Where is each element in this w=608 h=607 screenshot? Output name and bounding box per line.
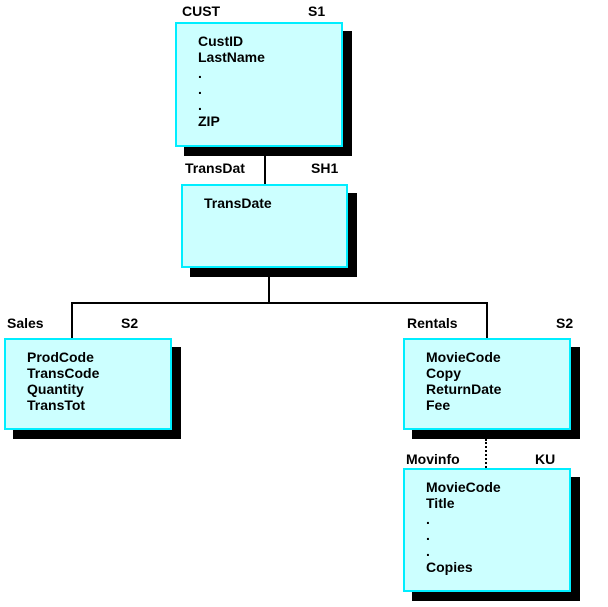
- segment-box-sales: ProdCode TransCode Quantity TransTot: [4, 338, 172, 430]
- field-moviecode: MovieCode: [426, 479, 501, 495]
- segment-box-cust: CustID LastName . . . ZIP: [175, 22, 343, 147]
- connector-branch-horizontal: [71, 302, 488, 304]
- segment-box-rentals: MovieCode Copy ReturnDate Fee: [403, 338, 571, 430]
- field-transtot: TransTot: [27, 397, 86, 413]
- field-title: Title: [426, 495, 455, 511]
- field-zip: ZIP: [198, 113, 220, 129]
- field-transdate: TransDate: [204, 195, 272, 211]
- connector-rentals-movinfo-dotted: [485, 439, 487, 468]
- field-lastname: LastName: [198, 49, 265, 65]
- field-ellipsis: .: [198, 65, 202, 81]
- connector-to-rentals: [486, 302, 488, 338]
- field-ellipsis: .: [426, 543, 430, 559]
- field-fee: Fee: [426, 397, 451, 413]
- field-ellipsis: .: [426, 511, 430, 527]
- segment-name-rentals: Rentals: [407, 315, 458, 331]
- field-quantity: Quantity: [27, 381, 84, 397]
- segment-box-movinfo: MovieCode Title . . . Copies: [403, 468, 571, 592]
- field-prodcode: ProdCode: [27, 349, 94, 365]
- segment-code-rentals: S2: [556, 315, 574, 331]
- segment-name-transdat: TransDat: [185, 160, 245, 176]
- segment-box-transdat: TransDate: [181, 184, 348, 268]
- field-transcode: TransCode: [27, 365, 100, 381]
- field-ellipsis: .: [426, 527, 430, 543]
- segment-code-cust: S1: [308, 3, 326, 19]
- segment-code-transdat: SH1: [311, 160, 339, 176]
- field-custid: CustID: [198, 33, 244, 49]
- field-ellipsis: .: [198, 97, 202, 113]
- field-copies: Copies: [426, 559, 473, 575]
- segment-name-movinfo: Movinfo: [406, 451, 460, 467]
- segment-code-movinfo: KU: [535, 451, 556, 467]
- segment-name-sales: Sales: [7, 315, 44, 331]
- connector-cust-transdat: [264, 147, 266, 184]
- segment-name-cust: CUST: [182, 3, 221, 19]
- field-copy: Copy: [426, 365, 461, 381]
- connector-transdat-stem: [268, 268, 270, 302]
- field-returndate: ReturnDate: [426, 381, 502, 397]
- segment-code-sales: S2: [121, 315, 139, 331]
- connector-to-sales: [71, 302, 73, 338]
- field-ellipsis: .: [198, 81, 202, 97]
- field-moviecode: MovieCode: [426, 349, 501, 365]
